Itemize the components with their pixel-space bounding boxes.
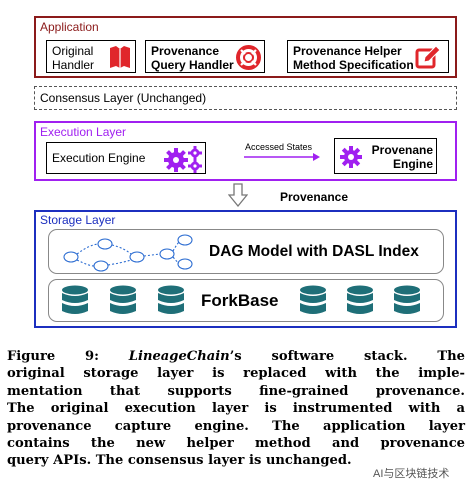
lifebuoy-icon [236,45,261,70]
execution-layer-title: Execution Layer [40,125,127,139]
provenance-query-handler-box: Provenance Query Handler [145,40,265,73]
accessed-states-label: Accessed States [245,142,313,152]
storage-layer-title: Storage Layer [40,213,116,227]
down-arrow-icon [228,183,248,207]
book-icon [110,46,130,68]
database-icon [62,285,88,314]
dag-graph-icon [63,234,193,272]
caption-line4: The original execution layer is instrume… [7,401,465,417]
caption-line7: query APIs. The consensus layer is uncha… [7,453,352,469]
figure-caption: Figure 9: LineageChain’s software stack.… [7,348,465,470]
database-icon [347,285,373,314]
helper-label-2: Method Specification [293,58,414,72]
caption-prefix: Figure 9: [7,349,129,364]
accessed-states-arrow [244,153,320,161]
database-icons [61,285,441,319]
forkbase-label: ForkBase [201,291,279,310]
database-icon [394,285,420,314]
application-layer [34,16,457,78]
watermark: AI与区块链技术 [373,468,450,480]
execution-engine-label: Execution Engine [52,151,146,165]
provenance-helper-box: Provenance Helper Method Specification [287,40,449,73]
database-icon [158,285,184,314]
original-handler-label-2: Handler [52,58,95,72]
caption-line3: mentation that supports fine-grained pro… [7,383,465,399]
forkbase-box: ForkBase [48,279,444,322]
caption-line2: original storage layer is replaced with … [7,366,465,382]
edit-icon [415,45,441,69]
provenance-engine-label-1: Provenane [371,143,433,157]
database-icon [300,285,326,314]
provenance-engine-label-2: Engine [392,157,433,171]
storage-layer [34,210,457,328]
query-handler-label-2: Query Handler [151,58,234,72]
gear-icon [340,146,362,168]
consensus-layer [34,86,457,110]
caption-system-name: LineageChain [128,349,230,364]
original-handler-label-1: Original [52,44,94,58]
provenance-label: Provenance [280,190,349,204]
original-handler-box: Original Handler [46,40,136,73]
caption-line1: ’s software stack. The [229,349,465,364]
caption-line6: contains the new helper method and prove… [7,436,465,452]
database-icon [110,285,136,314]
provenance-engine-box: Provenane Engine [334,138,437,174]
dag-model-box: DAG Model with DASL Index [48,229,444,274]
consensus-layer-label: Consensus Layer (Unchanged) [40,91,207,105]
execution-layer [34,121,457,181]
application-layer-title: Application [40,20,99,34]
helper-label-1: Provenance Helper [293,44,402,58]
query-handler-label-1: Provenance [151,44,220,58]
caption-line5: provenance capture engine. The applicati… [7,418,465,434]
execution-engine-box: Execution Engine [46,142,206,174]
gears-icon [164,146,202,173]
dag-model-label: DAG Model with DASL Index [209,243,419,260]
